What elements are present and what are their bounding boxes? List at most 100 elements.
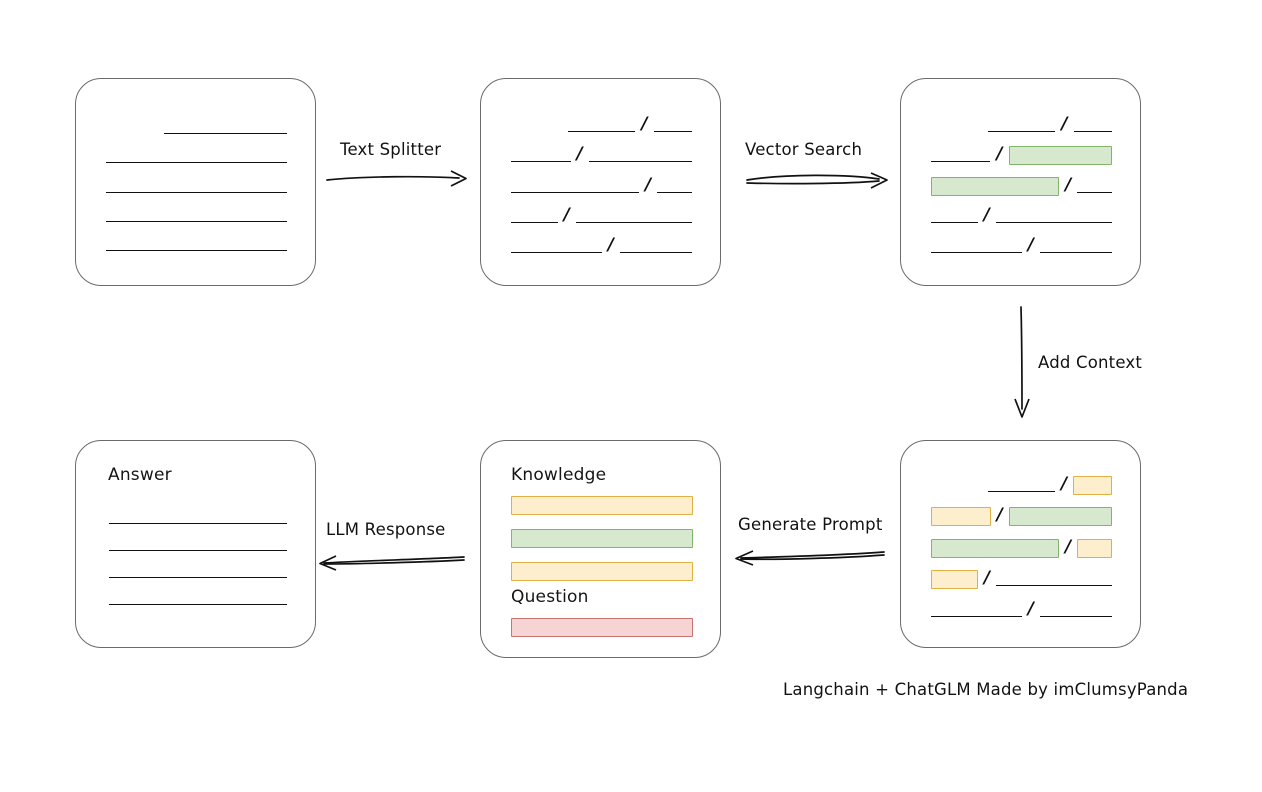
answer-heading: Answer [108, 465, 172, 485]
text-segment [109, 510, 287, 525]
arrow-right-icon [326, 170, 467, 187]
text-segment [931, 148, 991, 163]
document-line: / [931, 536, 1112, 558]
text-segment [109, 564, 287, 579]
split-document-lines: / / / / / [511, 114, 693, 255]
segment-separator: / [1065, 174, 1072, 195]
segment-separator: / [645, 174, 652, 195]
edge-add-context: Add Context [1010, 305, 1160, 420]
arrow-down-icon [1014, 306, 1030, 418]
question-bar [511, 618, 693, 637]
document-line [106, 236, 287, 253]
text-segment [931, 209, 978, 224]
document-line [106, 178, 287, 195]
text-segment [657, 179, 692, 194]
document-line [109, 563, 287, 580]
text-segment [164, 120, 287, 135]
edge-text-splitter: Text Splitter [325, 140, 470, 190]
text-segment [568, 118, 636, 133]
text-segment [988, 118, 1056, 133]
split-document-box: / / / / / [480, 78, 721, 286]
document-line [106, 119, 287, 136]
edge-vector-search: Vector Search [745, 140, 890, 190]
document-line: / [931, 174, 1112, 196]
document-line: / [931, 505, 1112, 527]
text-segment [106, 149, 287, 164]
segment-separator: / [996, 144, 1003, 165]
segment-separator: / [1061, 114, 1068, 134]
yellow-highlight-segment [1077, 538, 1112, 558]
segment-separator: / [983, 204, 990, 225]
segment-separator: / [1061, 474, 1068, 494]
edge-vector-search-label: Vector Search [745, 140, 863, 159]
text-segment [931, 603, 1022, 618]
document-line: / [511, 235, 693, 255]
document-line: / [931, 235, 1113, 255]
edge-generate-prompt-label: Generate Prompt [738, 515, 883, 534]
document-line: / [511, 144, 693, 165]
segment-separator: / [607, 235, 614, 255]
text-segment [995, 209, 1113, 224]
text-segment [511, 239, 602, 254]
context-document-box: / / / / / [900, 440, 1141, 648]
edge-llm-response-label: LLM Response [326, 520, 446, 539]
segment-separator: / [563, 204, 570, 225]
green-highlight-segment [931, 176, 1060, 196]
document-line [106, 148, 287, 165]
document-line: / [931, 474, 1112, 495]
arrow-right-icon [746, 172, 888, 189]
document-line: / [931, 601, 1113, 619]
arrow-left-icon [735, 550, 885, 566]
document-line [109, 536, 287, 553]
text-segment [988, 478, 1056, 493]
yellow-highlight-segment [931, 569, 978, 589]
text-segment [106, 237, 287, 252]
green-highlight-segment [1008, 146, 1112, 166]
source-document-lines [106, 119, 287, 253]
knowledge-heading: Knowledge [511, 465, 607, 485]
text-segment [106, 208, 287, 223]
segment-separator: / [1027, 235, 1034, 255]
document-line: / [511, 114, 693, 134]
text-segment [1039, 603, 1113, 618]
text-segment [575, 209, 693, 224]
text-segment [619, 239, 693, 254]
segment-separator: / [576, 144, 583, 165]
source-document-box [75, 78, 316, 286]
text-segment [511, 179, 640, 194]
text-segment [1077, 179, 1112, 194]
edge-text-splitter-label: Text Splitter [340, 140, 442, 159]
prompt-box: Knowledge Question [480, 440, 721, 658]
green-highlight-segment [931, 538, 1059, 558]
text-segment [996, 572, 1112, 587]
text-segment [106, 179, 287, 194]
yellow-highlight-segment [1073, 476, 1112, 495]
document-line: / [511, 174, 692, 195]
footer-credit: Langchain + ChatGLM Made by imClumsyPand… [783, 680, 1189, 699]
edge-generate-prompt: Generate Prompt [733, 515, 888, 566]
segment-separator: / [641, 114, 648, 134]
arrow-left-icon [319, 555, 465, 571]
document-line: / [931, 144, 1112, 166]
document-line [109, 590, 287, 607]
matched-document-lines: / / / / / [931, 114, 1113, 255]
green-highlight-segment [1008, 507, 1112, 527]
knowledge-bar [511, 529, 693, 548]
text-segment [653, 118, 693, 133]
segment-separator: / [996, 505, 1003, 526]
context-document-lines: / / / / / [931, 474, 1113, 619]
matched-document-box: / / / / / [900, 78, 1141, 286]
document-line [106, 207, 287, 224]
segment-separator: / [983, 567, 991, 588]
text-segment [931, 239, 1022, 254]
text-segment [1039, 239, 1113, 254]
text-segment [511, 148, 571, 163]
text-segment [109, 537, 287, 552]
text-segment [588, 148, 693, 163]
answer-box: Answer [75, 440, 316, 648]
segment-separator: / [1064, 536, 1072, 557]
question-heading: Question [511, 587, 589, 607]
edge-llm-response: LLM Response [318, 520, 468, 571]
text-segment [1073, 118, 1113, 133]
edge-add-context-label: Add Context [1038, 353, 1143, 372]
